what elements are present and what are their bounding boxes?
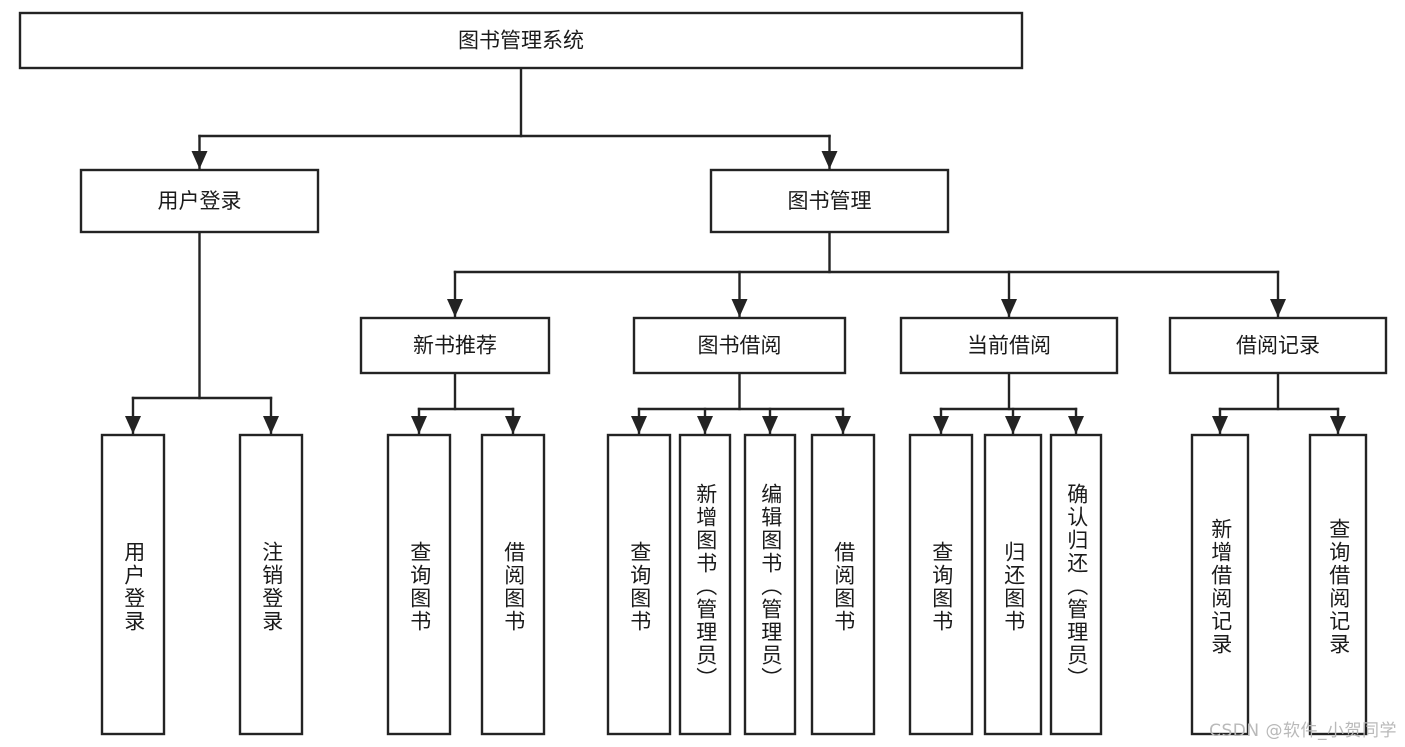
- node-box-leaf-return-book[interactable]: [983, 433, 1043, 736]
- node-label-current-borrow: 当前借阅: [967, 334, 1051, 358]
- arrow-head-icon-book-manage: [821, 151, 838, 169]
- node-box-leaf-edit-book-admin[interactable]: [743, 433, 797, 736]
- connectors-layer: [125, 66, 1346, 436]
- node-box-book-manage[interactable]: [709, 168, 950, 234]
- node-box-leaf-add-borrow-record[interactable]: [1190, 433, 1250, 736]
- node-box-current-borrow[interactable]: [899, 316, 1119, 375]
- arrow-head-icon-leaf-edit-book-admin: [762, 416, 778, 434]
- arrow-head-icon-leaf-query-book-recommend: [411, 416, 427, 434]
- node-box-leaf-query-book-borrow[interactable]: [606, 433, 672, 736]
- node-box-leaf-query-borrow-record[interactable]: [1308, 433, 1368, 736]
- arrow-head-icon-borrow-record: [1270, 299, 1286, 317]
- node-box-leaf-confirm-return-admin[interactable]: [1049, 433, 1103, 736]
- arrow-head-icon-leaf-borrow-book-recommend: [505, 416, 521, 434]
- arrow-head-icon-leaf-confirm-return-admin: [1068, 416, 1084, 434]
- node-box-new-book-recommend[interactable]: [359, 316, 551, 375]
- arrow-head-icon-leaf-query-book-current: [933, 416, 949, 434]
- node-box-user-login[interactable]: [79, 168, 320, 234]
- arrow-head-icon-leaf-add-book-admin: [697, 416, 713, 434]
- node-box-leaf-query-book-recommend[interactable]: [386, 433, 452, 736]
- arrow-head-icon-leaf-user-logout: [263, 416, 279, 434]
- node-label-new-book-recommend: 新书推荐: [413, 334, 497, 358]
- node-label-user-login: 用户登录: [158, 189, 242, 213]
- arrow-head-icon-user-login: [191, 151, 208, 169]
- node-box-leaf-query-book-current[interactable]: [908, 433, 974, 736]
- arrow-head-icon-leaf-query-book-borrow: [631, 416, 647, 434]
- node-box-book-borrow[interactable]: [632, 316, 847, 375]
- node-box-leaf-borrow-book-recommend[interactable]: [480, 433, 546, 736]
- arrow-head-icon-leaf-query-borrow-record: [1330, 416, 1346, 434]
- node-box-leaf-user-logout[interactable]: [238, 433, 304, 736]
- arrow-head-icon-leaf-borrow-book: [835, 416, 851, 434]
- node-label-root: 图书管理系统: [458, 29, 584, 53]
- arrow-head-icon-leaf-add-borrow-record: [1212, 416, 1228, 434]
- arrow-head-icon-current-borrow: [1001, 299, 1017, 317]
- boxes-layer: [18, 11, 1388, 736]
- arrow-head-icon-leaf-return-book: [1005, 416, 1021, 434]
- node-label-book-manage: 图书管理: [788, 189, 872, 213]
- node-box-leaf-borrow-book[interactable]: [810, 433, 876, 736]
- node-label-book-borrow: 图书借阅: [698, 334, 782, 358]
- node-box-root[interactable]: [18, 11, 1024, 70]
- arrow-head-icon-new-book-recommend: [447, 299, 463, 317]
- node-box-leaf-add-book-admin[interactable]: [678, 433, 732, 736]
- node-box-borrow-record[interactable]: [1168, 316, 1388, 375]
- watermark-text: CSDN @软件_小贺同学: [1209, 721, 1397, 741]
- arrow-head-icon-book-borrow: [731, 299, 748, 317]
- node-box-leaf-user-login[interactable]: [100, 433, 166, 736]
- node-label-borrow-record: 借阅记录: [1236, 334, 1320, 358]
- arrow-head-icon-leaf-user-login: [125, 416, 141, 434]
